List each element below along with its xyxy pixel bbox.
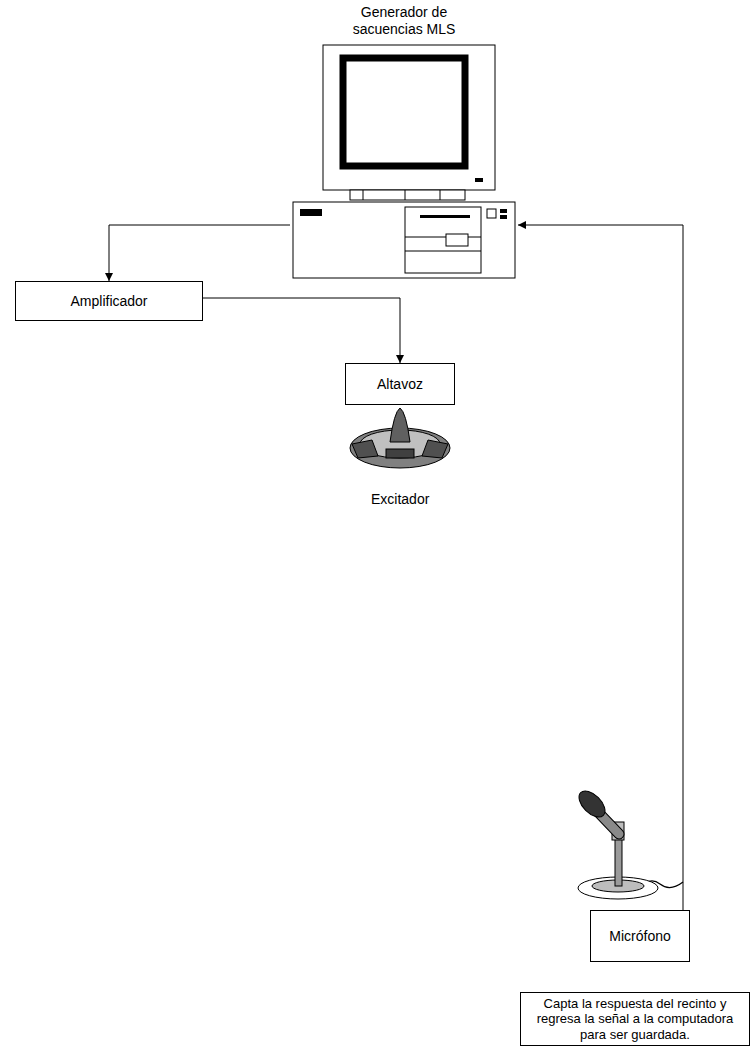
- speaker-dome: [390, 408, 410, 442]
- connector-arrow: [109, 225, 290, 281]
- part-label: Excitador: [371, 491, 429, 507]
- speaker-front: [386, 449, 414, 458]
- node-text: Altavoz: [377, 376, 423, 392]
- speaker-segment: [352, 440, 378, 458]
- microphone-illustration: [574, 786, 683, 899]
- computer-case: [293, 202, 515, 278]
- monitor-button: [475, 178, 483, 182]
- led: [500, 215, 507, 219]
- monitor: [323, 45, 495, 190]
- drive-line: [405, 237, 481, 238]
- speaker-segment: [422, 440, 448, 458]
- drive-button: [446, 234, 468, 246]
- drive-slot: [420, 215, 470, 218]
- disk-slot: [300, 209, 322, 216]
- process-box: Altavoz: [345, 363, 455, 405]
- led: [500, 209, 507, 213]
- drive-line: [405, 251, 481, 252]
- computer-illustration: [293, 45, 515, 278]
- node-text: Generador de sacuencias MLS: [339, 4, 469, 38]
- connector-arrow: [203, 298, 400, 363]
- note-box: Capta la respuesta del recinto y regresa…: [520, 992, 750, 1046]
- mic-stand: [615, 838, 622, 886]
- stand-line: [440, 190, 441, 200]
- process-box: Micrófono: [590, 910, 690, 962]
- drive-bay: [405, 207, 481, 273]
- node-text: Capta la respuesta del recinto y regresa…: [526, 996, 744, 1042]
- speaker-illustration: [350, 408, 450, 468]
- computer-node: Generador de sacuencias MLS: [290, 0, 518, 282]
- stand-line: [363, 190, 364, 200]
- process-box: Amplificador: [15, 281, 203, 321]
- monitor-stand: [350, 190, 465, 200]
- screen: [343, 58, 465, 166]
- connector-arrow: [518, 225, 683, 910]
- mic-grille: [574, 786, 609, 821]
- node-text: Amplificador: [70, 293, 147, 309]
- power-button: [487, 209, 496, 218]
- node-text: Micrófono: [609, 928, 670, 944]
- stand-line: [405, 190, 406, 200]
